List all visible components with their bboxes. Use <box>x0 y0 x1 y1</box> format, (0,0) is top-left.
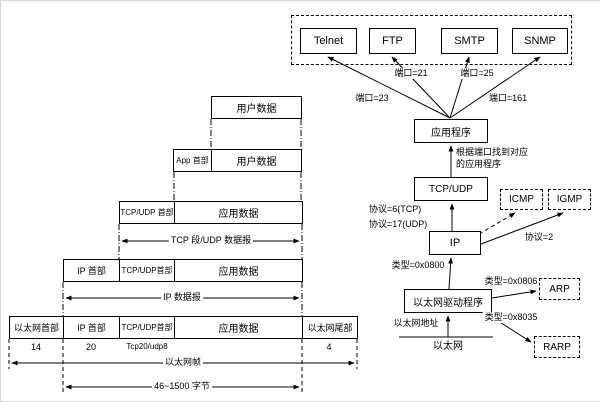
ethernet-label: 以太网 <box>433 341 463 352</box>
app-data-box-l3: 应用数据 <box>174 201 303 224</box>
application-box: 应用程序 <box>414 119 488 143</box>
type-0800-label: 类型=0x0800 <box>389 260 447 271</box>
arrow-app-to-telnet <box>327 56 451 119</box>
ethernet-header-size: 14 <box>30 342 42 352</box>
left-layer-connectors <box>8 119 358 393</box>
arrow-driver-to-ip <box>448 257 454 290</box>
tcpudp-header-box-l3: TCP/UDP 首部 <box>119 201 175 224</box>
ethernet-trailer-box: 以太网尾部 <box>302 316 358 339</box>
ethernet-address-label: 以太网地址 <box>391 318 441 329</box>
port-23-label: 端口=23 <box>353 93 391 104</box>
arrow-ip-to-igmp <box>480 212 564 245</box>
app-data-box-l5: 应用数据 <box>174 316 303 339</box>
ftp-box: FTP <box>369 28 416 54</box>
port-161-label: 端口=161 <box>486 93 530 104</box>
telnet-box: Telnet <box>300 28 357 54</box>
ethernet-driver-box: 以太网驱动程序 <box>404 289 492 313</box>
arrow-ip-to-icmp <box>478 212 516 235</box>
ip-box: IP <box>429 231 481 255</box>
user-data-box-l1: 用户数据 <box>211 96 302 119</box>
ip-header-box-l4: IP 首部 <box>63 259 120 282</box>
igmp-box: IGMP <box>548 189 591 210</box>
type-8035-label: 类型=0x8035 <box>482 312 540 323</box>
port-lookup-note: 根据端口找到对应的应用程序 <box>456 147 529 169</box>
port-21-label: 端口=21 <box>392 68 430 79</box>
port-25-label: 端口=25 <box>458 68 496 79</box>
tcpudp-header-box-l4: TCP/UDP首部 <box>119 259 175 282</box>
apps-dashed-outline <box>291 15 572 65</box>
protocol-2-label: 协议=2 <box>522 232 556 243</box>
rarp-box: RARP <box>534 336 580 358</box>
ethernet-trailer-size: 4 <box>326 342 332 352</box>
arrow-app-to-snmp <box>449 56 541 119</box>
ip-header-box-l5: IP 首部 <box>63 316 120 339</box>
ip-datagram-label: IP 数据报 <box>161 292 203 303</box>
protocol-17-label: 协议=17(UDP) <box>369 219 428 229</box>
smtp-box: SMTP <box>441 28 498 54</box>
tcp-segment-label: TCP 段/UDP 数据报 <box>168 235 254 246</box>
arrow-driver-to-arp <box>491 289 537 299</box>
arrow-app-to-ftp <box>391 56 451 119</box>
arp-box: ARP <box>539 278 580 300</box>
tcpudp-header-box-l5: TCP/UDP首部 <box>119 316 175 339</box>
ip-header-size: 20 <box>85 342 97 352</box>
app-data-box-l4: 应用数据 <box>174 259 303 282</box>
icmp-box: ICMP <box>500 189 543 210</box>
payload-size-label: 46~1500 字节 <box>152 381 212 392</box>
arrow-app-to-smtp <box>449 56 470 119</box>
tcpudp-box: TCP/UDP <box>414 177 488 201</box>
user-data-box-l2: 用户数据 <box>211 149 302 172</box>
ethernet-frame-label: 以太网帧 <box>162 357 204 368</box>
tcp-header-size: Tcp20/udp8 <box>126 342 168 351</box>
snmp-box: SNMP <box>512 28 568 54</box>
app-header-box: App 首部 <box>173 149 212 172</box>
ethernet-header-box: 以太网首部 <box>9 316 64 339</box>
protocol-6-label: 协议=6(TCP) <box>369 204 422 214</box>
type-0806-label: 类型=0x0806 <box>482 276 540 287</box>
